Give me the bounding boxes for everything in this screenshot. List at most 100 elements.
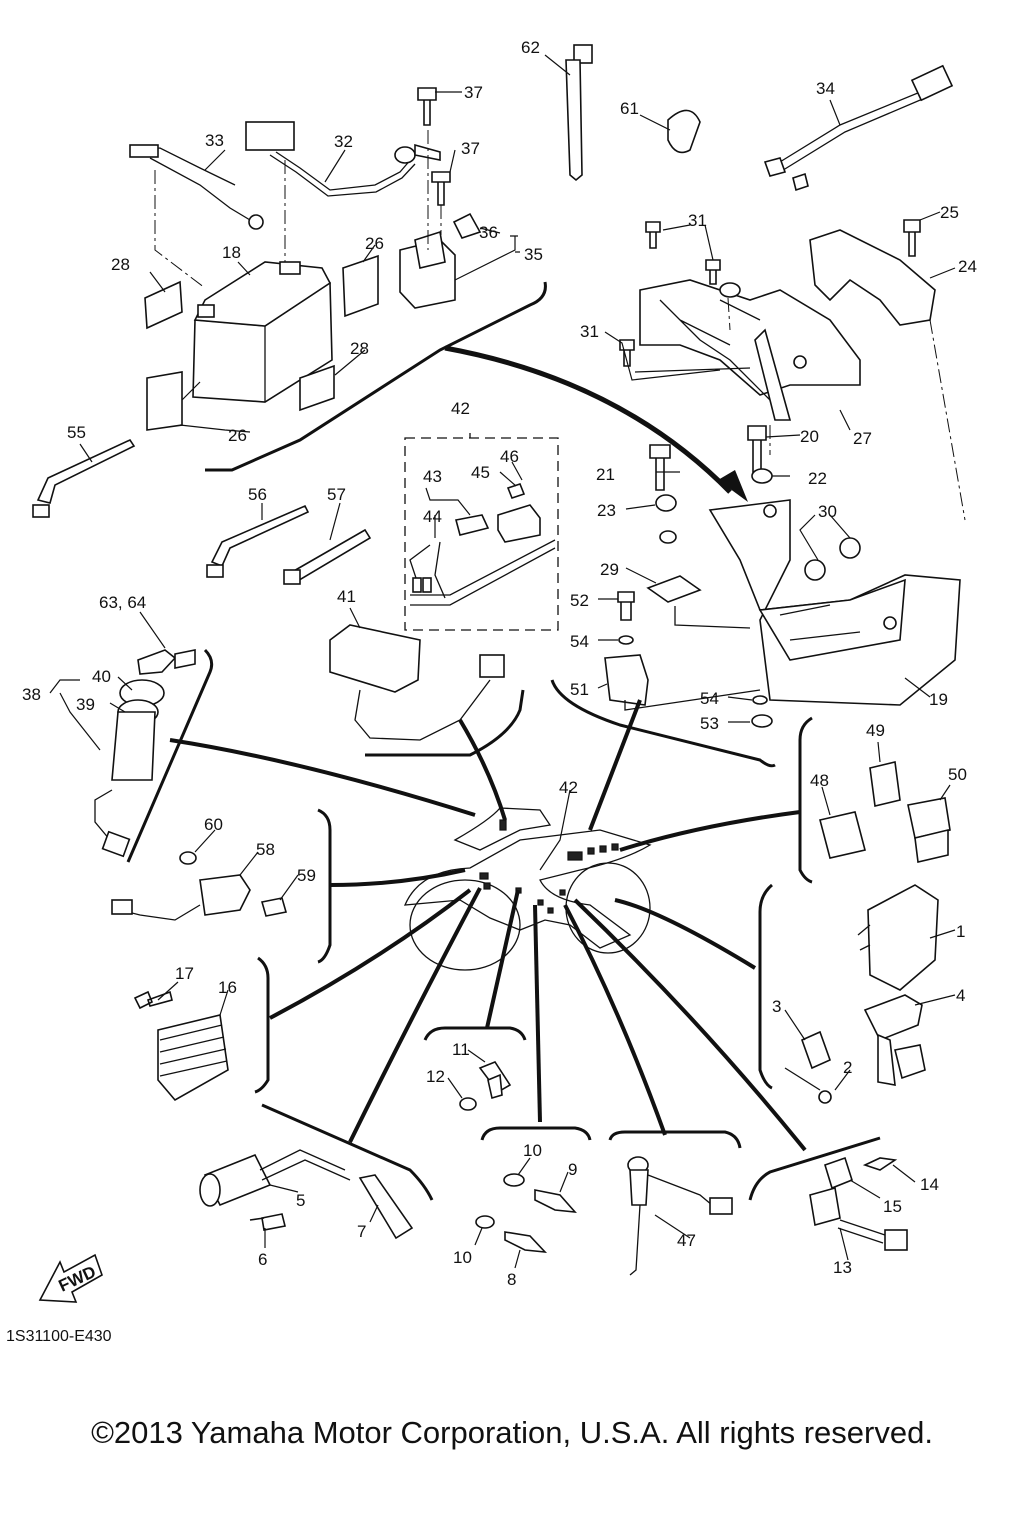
sensor-11-bracket: [423, 1026, 527, 1041]
callout: 31: [580, 322, 599, 341]
callout: 29: [600, 560, 619, 579]
callout: 26: [228, 426, 247, 445]
ignition-coil-5: [199, 1149, 414, 1248]
ecu-group: [784, 884, 956, 1104]
pad-29: [646, 575, 702, 603]
callout: 46: [500, 447, 519, 466]
callout-labels: 62 61 34 37 37 33 32 36 35 31 25 24 31 1…: [22, 38, 977, 1289]
callout: 44: [423, 507, 442, 526]
callout: 36: [479, 223, 498, 242]
tray-group-bracket: [550, 679, 776, 768]
relay-51: [604, 654, 649, 706]
callout: 45: [471, 463, 490, 482]
grommet-30-b: [804, 559, 826, 581]
collar-22: [751, 468, 773, 484]
callout: 7: [357, 1222, 366, 1241]
relays-right: [819, 741, 951, 863]
battery: [192, 261, 333, 403]
callout: 35: [524, 245, 543, 264]
callout: 58: [256, 840, 275, 859]
callout: 53: [700, 714, 719, 733]
callout: 18: [222, 243, 241, 262]
cable-tie-62: [565, 44, 593, 182]
callout: 12: [426, 1067, 445, 1086]
collar-23: [655, 494, 677, 512]
bolt-37-top: [417, 87, 437, 126]
callout: 47: [677, 1231, 696, 1250]
sub-wire-harness: [763, 64, 954, 192]
coil-group-bracket: [261, 1103, 434, 1201]
callout: 22: [808, 469, 827, 488]
sensor-58: [111, 829, 299, 921]
callout: 30: [818, 502, 837, 521]
callout: 28: [350, 339, 369, 358]
cable-tie-55: [32, 438, 136, 518]
spark-plug-cap-7: [358, 1174, 414, 1240]
bolt-21: [649, 444, 671, 491]
main-switch-38: [49, 611, 196, 858]
rectifier-16: [133, 981, 229, 1102]
callout: 54: [570, 632, 589, 651]
sensor-13-bracket: [748, 1136, 881, 1201]
group-connector-arrow: [444, 345, 732, 494]
callout: 10: [523, 1141, 542, 1160]
callout: 13: [833, 1258, 852, 1277]
sensor-13: [809, 1156, 916, 1261]
callout: 38: [22, 685, 41, 704]
spokes: [169, 699, 807, 1152]
positive-cable-cover: [245, 121, 295, 151]
callout: 6: [258, 1250, 267, 1269]
meter-group-bracket: [365, 689, 525, 757]
battery-pad-28-left: [144, 280, 183, 330]
callout: 37: [461, 139, 480, 158]
cable-tie-56: [206, 504, 310, 578]
callout: 25: [940, 203, 959, 222]
callout: 37: [464, 83, 483, 102]
callout: 8: [507, 1270, 516, 1289]
ecu-group-bracket: [758, 883, 773, 1090]
callout: 59: [297, 866, 316, 885]
callout: 4: [956, 986, 965, 1005]
bolt-31-a: [645, 221, 661, 249]
callout: 39: [76, 695, 95, 714]
relay-group-bracket: [798, 716, 813, 884]
battery-box-bracket: [639, 279, 861, 421]
callout: 42: [451, 399, 470, 418]
callout: 10: [453, 1248, 472, 1267]
callout: 17: [175, 964, 194, 983]
fuse-36: [452, 212, 482, 239]
rectifier-group-bracket: [254, 956, 270, 1094]
bolt-20: [747, 425, 767, 473]
callout: 27: [853, 429, 872, 448]
callout: 50: [948, 765, 967, 784]
callout: 49: [866, 721, 885, 740]
callout: 14: [920, 1175, 939, 1194]
callout: 20: [800, 427, 819, 446]
bolt-31-b: [705, 259, 721, 285]
callout: 54: [700, 689, 719, 708]
grommet-30-a: [839, 537, 861, 559]
arrow-head: [718, 470, 748, 502]
callout: 60: [204, 815, 223, 834]
callout: 24: [958, 257, 977, 276]
bolt-37-lower: [431, 171, 451, 206]
callout: 9: [568, 1160, 577, 1179]
diagram-code: 1S31100-E430: [6, 1328, 112, 1345]
callout: 55: [67, 423, 86, 442]
callout: 2: [843, 1058, 852, 1077]
callout: 19: [929, 690, 948, 709]
callout: 62: [521, 38, 540, 57]
callout: 15: [883, 1197, 902, 1216]
bolt-52: [617, 591, 635, 621]
bolt-17: [133, 990, 173, 1010]
parts-diagram: FWD: [6, 38, 977, 1345]
sensor-47: [627, 1156, 733, 1276]
callout: 33: [205, 131, 224, 150]
callout: 42: [559, 778, 578, 797]
battery-group: [129, 87, 547, 472]
callout: 1: [956, 922, 965, 941]
callout: 43: [423, 467, 442, 486]
bracket-24: [809, 229, 936, 326]
callout: 26: [365, 234, 384, 253]
copyright-notice: ©2013 Yamaha Motor Corporation, U.S.A. A…: [91, 1415, 933, 1450]
